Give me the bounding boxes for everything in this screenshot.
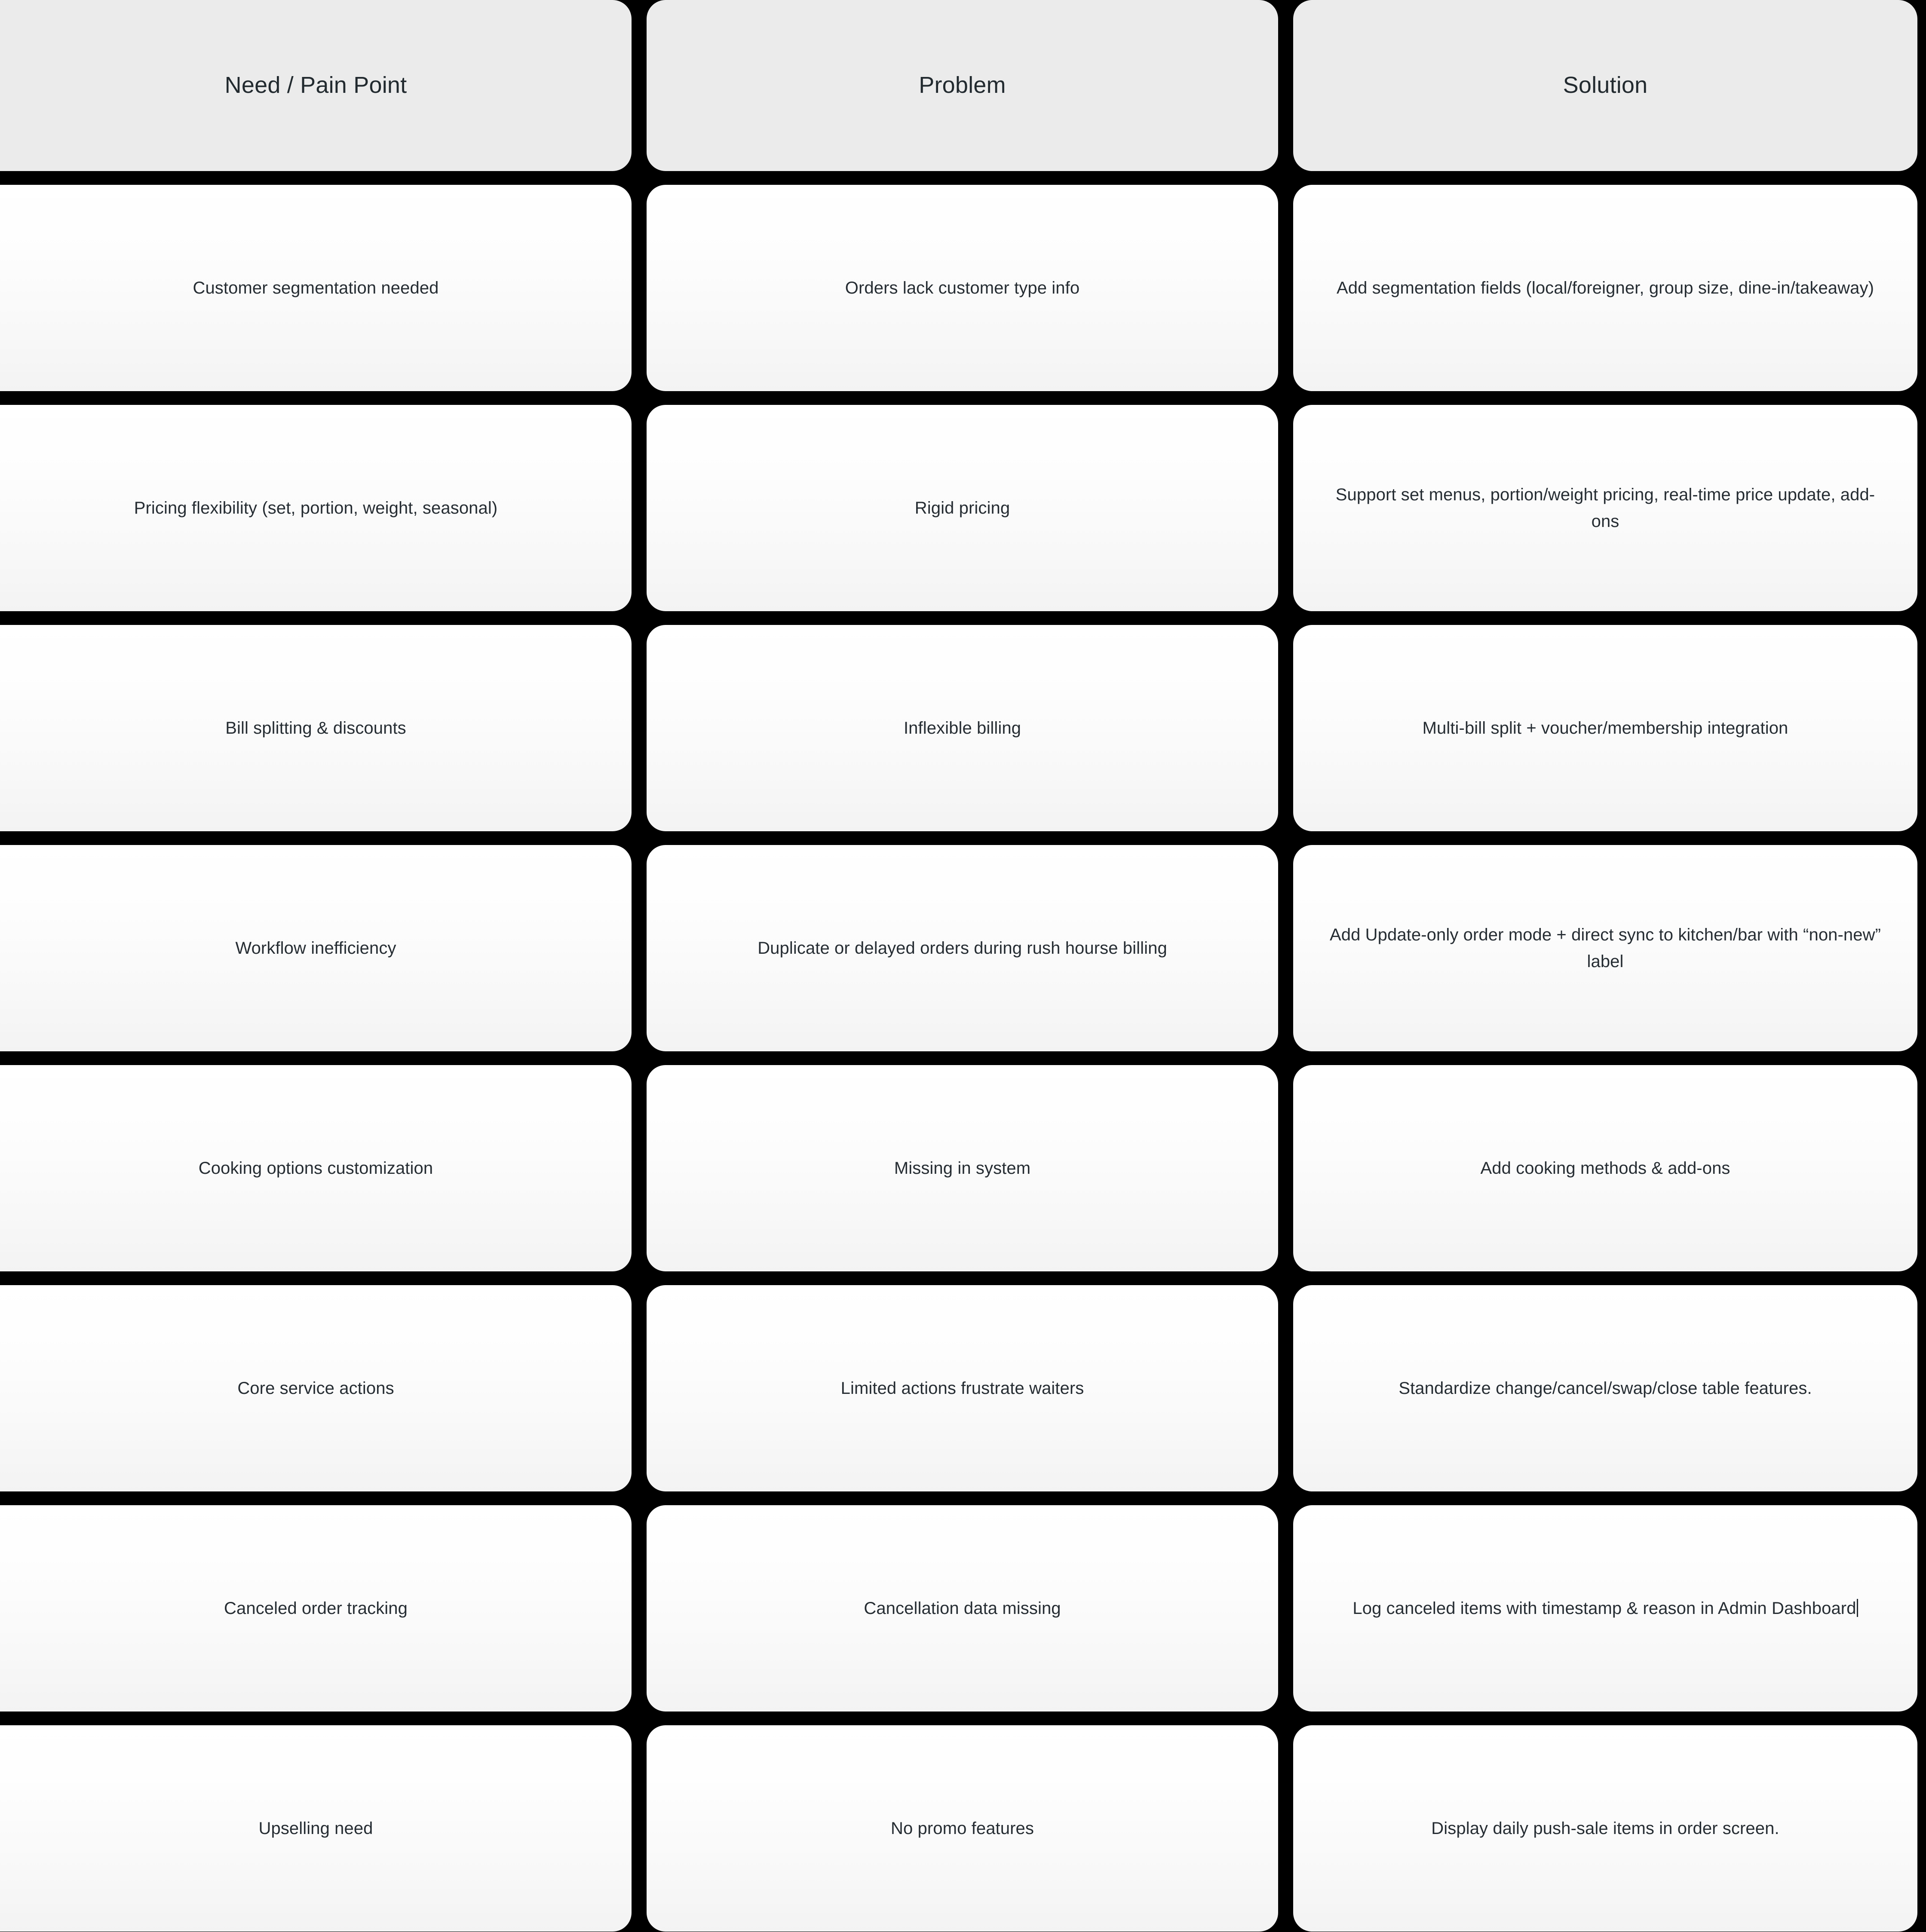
matrix-cell-problem[interactable]: Duplicate or delayed orders during rush …	[647, 845, 1278, 1051]
matrix-cell-solution[interactable]: Support set menus, portion/weight pricin…	[1293, 405, 1917, 611]
matrix-cell-solution[interactable]: Standardize change/cancel/swap/close tab…	[1293, 1285, 1917, 1491]
matrix-cell-need[interactable]: Canceled order tracking	[0, 1505, 632, 1712]
cell-text: Add Update-only order mode + direct sync…	[1329, 925, 1881, 971]
cell-text: Canceled order tracking	[224, 1599, 408, 1618]
matrix-cell-problem[interactable]: Missing in system	[647, 1065, 1278, 1271]
cell-text: Display daily push-sale items in order s…	[1431, 1819, 1779, 1838]
cell-text: Add cooking methods & add-ons	[1480, 1159, 1730, 1178]
cell-text: Log canceled items with timestamp & reas…	[1352, 1599, 1856, 1618]
matrix-cell-solution[interactable]: Add Update-only order mode + direct sync…	[1293, 845, 1917, 1051]
matrix-cell-need[interactable]: Core service actions	[0, 1285, 632, 1491]
cell-text: Add segmentation fields (local/foreigner…	[1336, 279, 1874, 297]
matrix-cell-need[interactable]: Upselling need	[0, 1725, 632, 1932]
cell-text: Multi-bill split + voucher/membership in…	[1422, 719, 1788, 738]
matrix-cell-solution[interactable]: Display daily push-sale items in order s…	[1293, 1725, 1917, 1932]
text-cursor-caret	[1856, 1599, 1858, 1617]
matrix-cell-problem[interactable]: Rigid pricing	[647, 405, 1278, 611]
column-header-problem: Problem	[647, 0, 1278, 171]
cell-text: Missing in system	[894, 1159, 1031, 1178]
column-header-label: Problem	[919, 72, 1006, 98]
matrix-cell-need[interactable]: Pricing flexibility (set, portion, weigh…	[0, 405, 632, 611]
matrix-cell-problem[interactable]: Orders lack customer type info	[647, 185, 1278, 391]
cell-text: Pricing flexibility (set, portion, weigh…	[134, 499, 498, 517]
column-header-label: Need / Pain Point	[224, 72, 407, 98]
matrix-cell-solution-editing[interactable]: Log canceled items with timestamp & reas…	[1293, 1505, 1917, 1712]
cell-text: Cancellation data missing	[864, 1599, 1061, 1618]
cell-text: Orders lack customer type info	[845, 279, 1080, 297]
cell-text: Upselling need	[258, 1819, 373, 1838]
cell-text: Standardize change/cancel/swap/close tab…	[1398, 1379, 1812, 1398]
matrix-cell-problem[interactable]: Limited actions frustrate waiters	[647, 1285, 1278, 1491]
matrix-cell-problem[interactable]: Inflexible billing	[647, 625, 1278, 831]
column-header-need-pain-point: Need / Pain Point	[0, 0, 632, 171]
cell-text: Customer segmentation needed	[193, 279, 439, 297]
matrix-cell-need[interactable]: Workflow inefficiency	[0, 845, 632, 1051]
cell-text: Workflow inefficiency	[235, 939, 396, 958]
matrix-cell-need[interactable]: Customer segmentation needed	[0, 185, 632, 391]
matrix-cell-need[interactable]: Bill splitting & discounts	[0, 625, 632, 831]
matrix-cell-need[interactable]: Cooking options customization	[0, 1065, 632, 1271]
cell-text: No promo features	[891, 1819, 1034, 1838]
cell-text: Limited actions frustrate waiters	[840, 1379, 1084, 1398]
cell-text: Rigid pricing	[914, 499, 1010, 517]
cell-text-wrapper: Log canceled items with timestamp & reas…	[1352, 1595, 1858, 1622]
cell-text: Core service actions	[237, 1379, 394, 1398]
cell-text: Cooking options customization	[198, 1159, 433, 1178]
column-header-label: Solution	[1563, 72, 1648, 98]
matrix-cell-solution[interactable]: Add segmentation fields (local/foreigner…	[1293, 185, 1917, 391]
matrix-cell-problem[interactable]: No promo features	[647, 1725, 1278, 1932]
cell-text: Bill splitting & discounts	[225, 719, 406, 738]
matrix-cell-solution[interactable]: Add cooking methods & add-ons	[1293, 1065, 1917, 1271]
cell-text: Support set menus, portion/weight pricin…	[1335, 485, 1875, 531]
column-header-solution: Solution	[1293, 0, 1917, 171]
matrix-cell-problem[interactable]: Cancellation data missing	[647, 1505, 1278, 1712]
matrix-cell-solution[interactable]: Multi-bill split + voucher/membership in…	[1293, 625, 1917, 831]
cell-text: Inflexible billing	[903, 719, 1021, 738]
cell-text: Duplicate or delayed orders during rush …	[758, 939, 1167, 958]
